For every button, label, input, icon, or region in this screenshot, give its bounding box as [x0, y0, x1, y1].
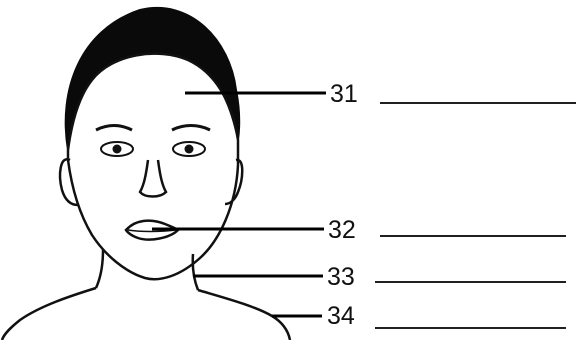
left-shoulder [2, 288, 96, 340]
left-eyebrow [96, 126, 132, 131]
right-eyebrow [172, 126, 210, 131]
label-number-34: 34 [327, 302, 355, 330]
left-eye [101, 142, 133, 156]
neck-left [96, 250, 103, 288]
label-number-32: 32 [328, 216, 356, 244]
right-eye [173, 142, 205, 156]
label-number-31: 31 [330, 80, 358, 108]
nose [140, 160, 166, 197]
label-number-33: 33 [327, 263, 355, 291]
face-outline [68, 54, 238, 280]
